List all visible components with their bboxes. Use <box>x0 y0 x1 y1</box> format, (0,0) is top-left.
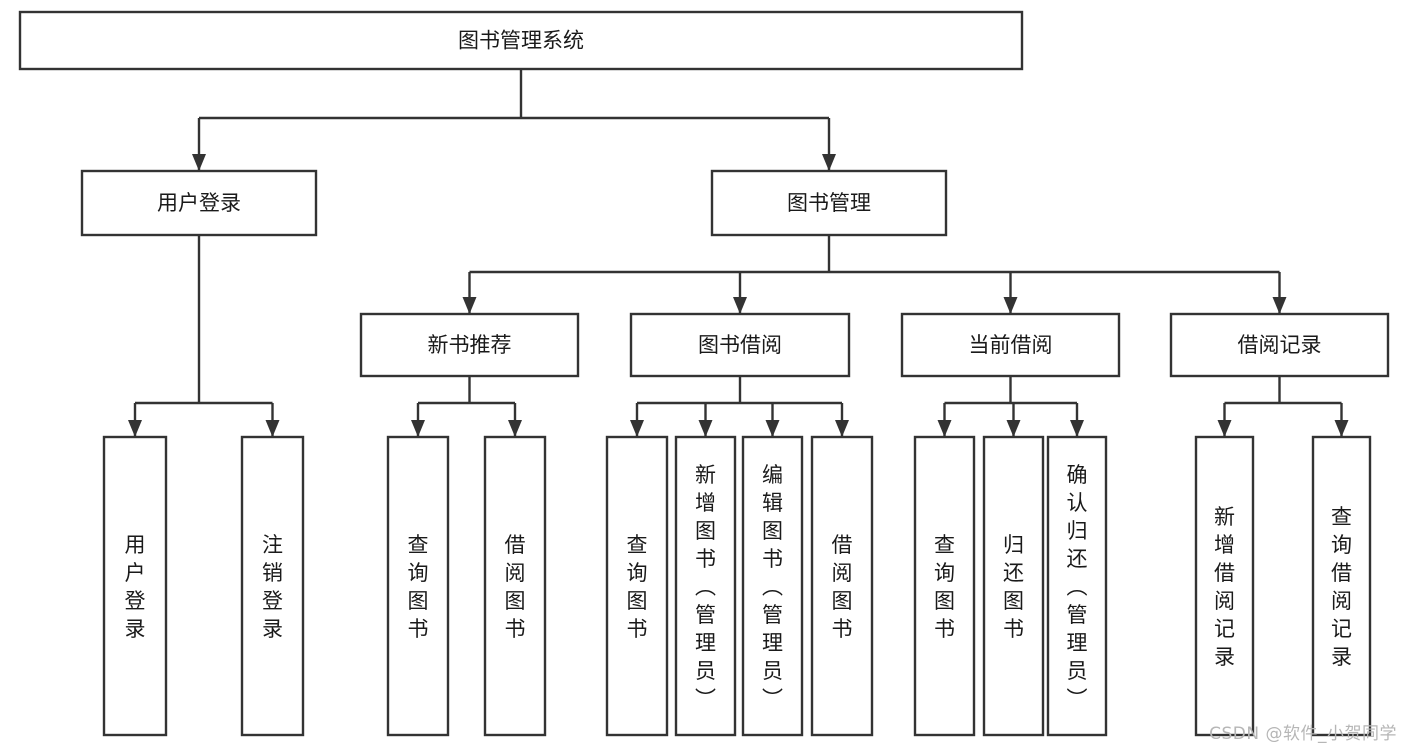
node-root-system[interactable]: 图书管理系统 <box>18 10 1024 71</box>
node-leaf-borrow-book-2-box[interactable] <box>810 435 874 737</box>
current-borrow-to-leaves-arrowhead-1 <box>1006 420 1021 437</box>
node-leaf-query-book-1[interactable]: 查询图书 <box>386 435 450 737</box>
new-book-recommend-to-leaves-arrowhead-1 <box>508 420 522 437</box>
node-leaf-add-book[interactable]: 新增图书︵管理员︶ <box>674 435 737 737</box>
node-leaf-logout-box[interactable] <box>240 435 305 737</box>
node-root-system-box[interactable] <box>18 10 1024 71</box>
node-leaf-user-login-label: 用户登录 <box>125 533 146 641</box>
node-new-book-recommend-box[interactable] <box>359 312 580 378</box>
node-leaf-add-book-box[interactable] <box>674 435 737 737</box>
node-book-borrow[interactable]: 图书借阅 <box>629 312 851 378</box>
node-user-login-label: 用户登录 <box>157 191 241 215</box>
borrow-record-to-leaves-arrowhead-0 <box>1217 420 1232 437</box>
node-book-manage-label: 图书管理 <box>787 191 871 215</box>
node-leaf-query-book-2-box[interactable] <box>605 435 669 737</box>
node-leaf-add-record[interactable]: 新增借阅记录 <box>1194 435 1255 737</box>
bookmanage-to-level3-arrowhead-3 <box>1272 297 1287 314</box>
node-leaf-return-book[interactable]: 归还图书 <box>982 435 1045 737</box>
node-leaf-edit-book-label: 编辑图书︵管理员︶ <box>762 463 783 711</box>
root-to-level2-arrowhead-1 <box>822 154 836 171</box>
node-leaf-logout-label: 注销登录 <box>262 533 283 641</box>
bookmanage-to-level3-arrowhead-1 <box>733 297 747 314</box>
node-leaf-query-book-3-box[interactable] <box>913 435 976 737</box>
current-borrow-to-leaves-arrowhead-0 <box>937 420 952 437</box>
book-borrow-to-leaves-arrowhead-2 <box>765 420 780 437</box>
node-current-borrow-box[interactable] <box>900 312 1121 378</box>
node-leaf-edit-book-box[interactable] <box>741 435 804 737</box>
node-current-borrow[interactable]: 当前借阅 <box>900 312 1121 378</box>
node-book-borrow-label: 图书借阅 <box>698 333 782 357</box>
node-user-login-box[interactable] <box>80 169 318 237</box>
node-leaf-edit-book[interactable]: 编辑图书︵管理员︶ <box>741 435 804 737</box>
node-leaf-return-book-label: 归还图书 <box>1003 533 1024 641</box>
node-leaf-borrow-book-2-label: 借阅图书 <box>832 533 853 641</box>
node-leaf-confirm-return[interactable]: 确认归还︵管理员︶ <box>1046 435 1108 737</box>
node-book-manage-box[interactable] <box>710 169 948 237</box>
node-leaf-query-book-1-label: 查询图书 <box>408 533 429 641</box>
root-to-level2-arrowhead-0 <box>192 154 206 171</box>
userlogin-to-leaves-arrowhead-1 <box>265 420 280 437</box>
book-borrow-to-leaves-arrowhead-3 <box>835 420 849 437</box>
csdn-watermark: CSDN @软件_小贺同学 <box>1209 724 1397 744</box>
node-leaf-query-book-3-label: 查询图书 <box>934 533 955 641</box>
node-root-system-label: 图书管理系统 <box>458 29 584 53</box>
node-leaf-query-record[interactable]: 查询借阅记录 <box>1311 435 1372 737</box>
borrow-record-to-leaves-arrowhead-1 <box>1334 420 1349 437</box>
new-book-recommend-to-leaves-arrowhead-0 <box>411 420 425 437</box>
book-borrow-to-leaves-arrowhead-0 <box>630 420 644 437</box>
node-leaf-query-book-2[interactable]: 查询图书 <box>605 435 669 737</box>
node-leaf-borrow-book-1-box[interactable] <box>483 435 547 737</box>
node-user-login[interactable]: 用户登录 <box>80 169 318 237</box>
current-borrow-to-leaves-arrowhead-2 <box>1070 420 1084 437</box>
connectors-layer <box>128 69 1349 437</box>
node-leaf-borrow-book-1-label: 借阅图书 <box>505 533 526 641</box>
node-leaf-confirm-return-box[interactable] <box>1046 435 1108 737</box>
node-leaf-add-record-box[interactable] <box>1194 435 1255 737</box>
node-book-borrow-box[interactable] <box>629 312 851 378</box>
node-leaf-user-login-box[interactable] <box>102 435 168 737</box>
node-new-book-recommend-label: 新书推荐 <box>428 333 512 357</box>
node-book-manage[interactable]: 图书管理 <box>710 169 948 237</box>
node-leaf-add-record-label: 新增借阅记录 <box>1214 505 1235 669</box>
node-leaf-query-record-label: 查询借阅记录 <box>1331 505 1352 669</box>
bookmanage-to-level3-arrowhead-0 <box>462 297 477 314</box>
node-borrow-record[interactable]: 借阅记录 <box>1169 312 1390 378</box>
node-borrow-record-box[interactable] <box>1169 312 1390 378</box>
node-leaf-query-book-1-box[interactable] <box>386 435 450 737</box>
node-leaf-query-record-box[interactable] <box>1311 435 1372 737</box>
node-borrow-record-label: 借阅记录 <box>1238 333 1322 357</box>
node-leaf-logout[interactable]: 注销登录 <box>240 435 305 737</box>
bookmanage-to-level3-arrowhead-2 <box>1003 297 1018 314</box>
node-leaf-add-book-label: 新增图书︵管理员︶ <box>695 463 716 711</box>
node-leaf-borrow-book-2[interactable]: 借阅图书 <box>810 435 874 737</box>
userlogin-to-leaves-arrowhead-0 <box>128 420 142 437</box>
book-borrow-to-leaves-arrowhead-1 <box>698 420 713 437</box>
node-leaf-user-login[interactable]: 用户登录 <box>102 435 168 737</box>
node-leaf-borrow-book-1[interactable]: 借阅图书 <box>483 435 547 737</box>
node-new-book-recommend[interactable]: 新书推荐 <box>359 312 580 378</box>
node-leaf-query-book-3[interactable]: 查询图书 <box>913 435 976 737</box>
node-leaf-return-book-box[interactable] <box>982 435 1045 737</box>
node-current-borrow-label: 当前借阅 <box>969 333 1053 357</box>
nodes-layer: 图书管理系统用户登录图书管理新书推荐图书借阅当前借阅借阅记录用户登录注销登录查询… <box>18 10 1390 737</box>
node-leaf-confirm-return-label: 确认归还︵管理员︶ <box>1067 463 1088 711</box>
node-leaf-query-book-2-label: 查询图书 <box>627 533 648 641</box>
